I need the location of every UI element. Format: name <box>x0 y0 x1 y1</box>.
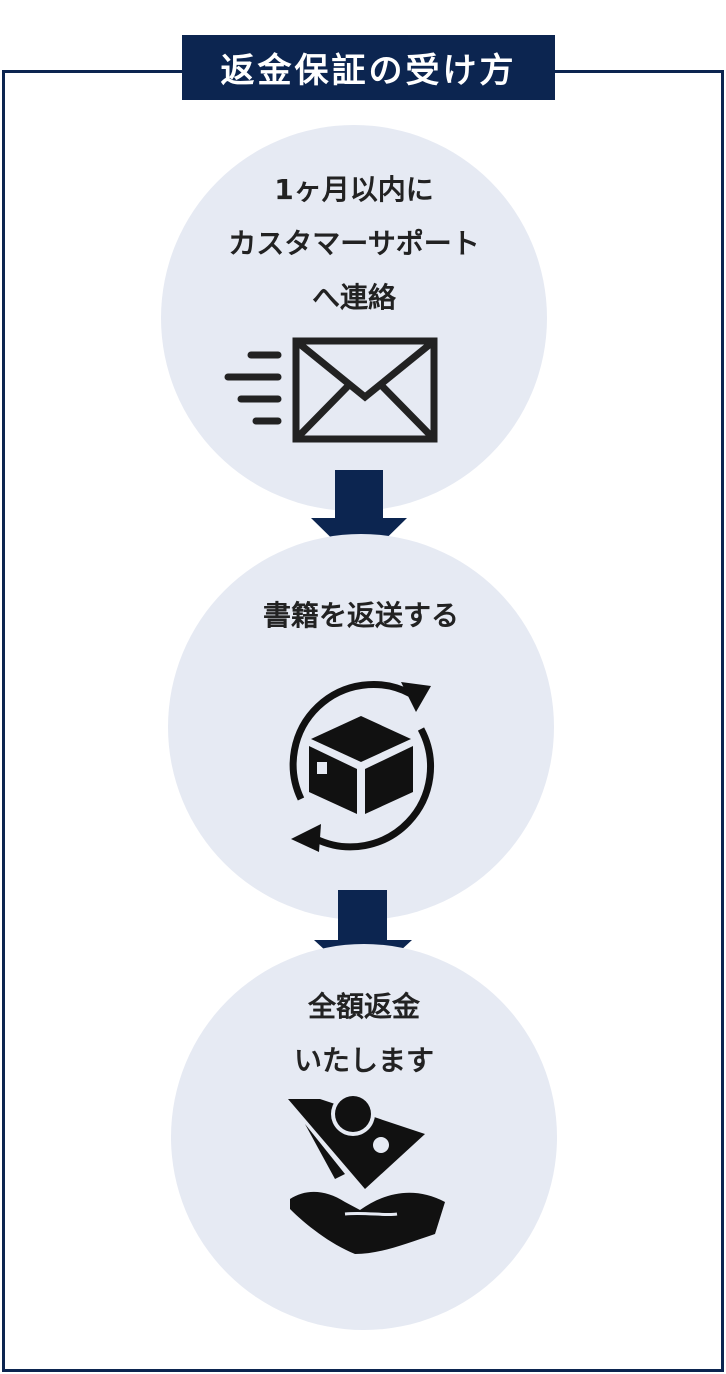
step-3-circle: 全額返金 いたします <box>171 944 557 1330</box>
step-1-circle: 1ヶ月以内に カスタマーサポート へ連絡 <box>161 125 547 511</box>
mail-send-icon <box>224 337 438 443</box>
money-hand-icon <box>288 1094 445 1254</box>
step-3-label: 全額返金 いたします <box>293 990 434 1077</box>
step-2-label: 書籍を返送する <box>262 599 459 632</box>
box-return-icon <box>289 681 434 852</box>
step-1-label: 1ヶ月以内に カスタマーサポート へ連絡 <box>228 173 480 314</box>
page-title: 返金保証の受け方 <box>182 35 555 100</box>
step-2-circle: 書籍を返送する <box>168 534 554 920</box>
